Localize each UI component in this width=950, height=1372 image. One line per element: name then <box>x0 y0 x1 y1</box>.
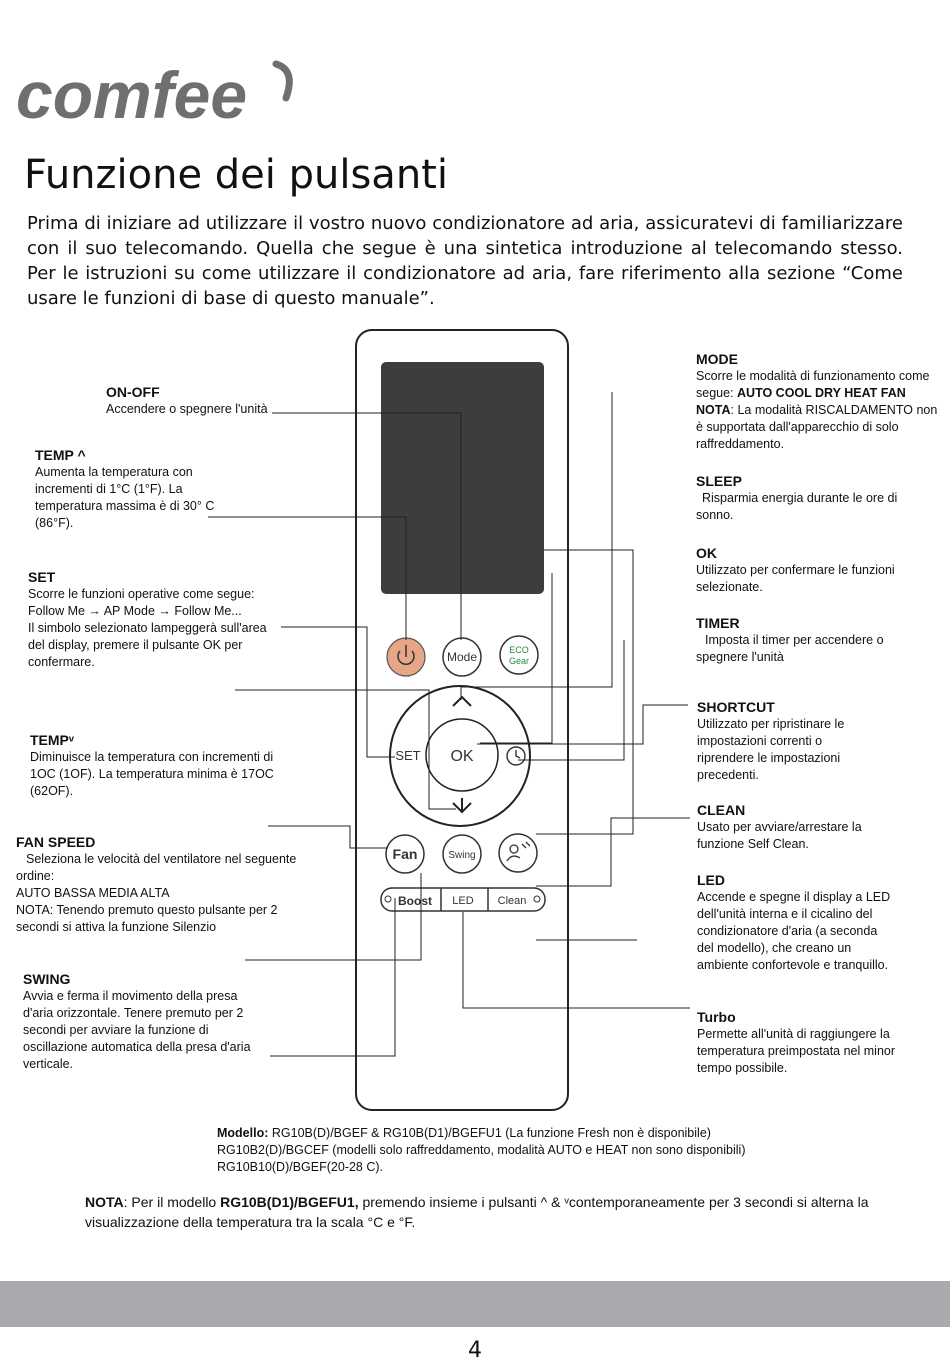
callout-swing-text: Avvia e ferma il movimento della presa d… <box>23 989 251 1071</box>
page-number: 4 <box>468 1338 482 1363</box>
callout-tempup-text: Aumenta la temperatura con incrementi di… <box>35 465 215 530</box>
sleep-icon <box>509 844 519 854</box>
leader-lines <box>208 392 690 1057</box>
callout-mode-title: MODE <box>696 351 738 367</box>
page-title: Funzione dei pulsanti <box>24 152 448 198</box>
nota-text2: premendo insieme i pulsanti ^ & ᵛcontemp… <box>85 1194 869 1230</box>
model-line3: RG10B10(D)/BGEF(20-28 C). <box>217 1160 384 1174</box>
model-line2: RG10B2(D)/BGCEF (modelli solo raffreddam… <box>217 1143 746 1157</box>
svg-text:LED: LED <box>452 895 473 907</box>
comfee-logo: comfee <box>16 58 293 130</box>
callout-shortcut: SHORTCUT Utilizzato per ripristinare le … <box>697 698 867 784</box>
callout-turbo-title: Turbo <box>697 1009 736 1025</box>
callout-timer: TIMER Imposta il timer per accendere o s… <box>696 614 906 666</box>
callout-clean-title: CLEAN <box>697 802 746 818</box>
temp-up-icon <box>452 695 472 707</box>
intro-paragraph: Prima di iniziare ad utilizzare il vostr… <box>27 213 903 309</box>
callout-mode: MODE Scorre le modalità di funzionamento… <box>696 350 938 453</box>
callout-timer-text: Imposta il timer per accendere o spegner… <box>696 633 884 664</box>
ok-button <box>425 718 499 792</box>
nota-text1: : Per il modello <box>123 1194 221 1210</box>
svg-text:ECO: ECO <box>509 645 529 655</box>
model-info: Modello: RG10B(D)/BGEF & RG10B(D1)/BGEFU… <box>217 1125 917 1176</box>
callout-clean: CLEAN Usato per avviare/arrestare la fun… <box>697 801 887 853</box>
callout-ok: OK Utilizzato per confermare le funzioni… <box>696 544 916 596</box>
callout-tempdown-title: TEMPᵛ <box>30 732 74 748</box>
callout-fanspeed-line2: AUTO BASSA MEDIA ALTA <box>16 886 170 900</box>
callout-tempdown-text: Diminuisce la temperatura con incrementi… <box>30 750 274 798</box>
callout-shortcut-text: Utilizzato per ripristinare le impostazi… <box>697 717 845 782</box>
bottom-button-row <box>380 887 546 912</box>
callout-fanspeed-line1: Seleziona le velocità del ventilatore ne… <box>16 852 297 883</box>
callout-swing: SWING Avvia e ferma il movimento della p… <box>23 970 263 1073</box>
callout-led: LED Accende e spegne il display a LED de… <box>697 871 892 974</box>
callout-ok-text: Utilizzato per confermare le funzioni se… <box>696 563 895 594</box>
svg-text:Swing: Swing <box>448 850 475 861</box>
callout-sleep-title: SLEEP <box>696 473 742 489</box>
sleep-button <box>498 833 538 873</box>
svg-text:Gear: Gear <box>509 656 529 666</box>
nota-label: NOTA <box>85 1194 124 1210</box>
timer-icon <box>506 746 526 766</box>
mode-button <box>442 637 482 677</box>
svg-text:comfee: comfee <box>16 58 247 130</box>
fan-button <box>385 834 425 874</box>
callout-tempdown: TEMPᵛ Diminuisce la temperatura con incr… <box>30 731 280 800</box>
svg-text:Boost: Boost <box>398 894 432 908</box>
callout-led-text: Accende e spegne il display a LED dell'u… <box>697 890 891 972</box>
callout-sleep: SLEEP Risparmia energia durante le ore d… <box>696 472 916 524</box>
callout-onoff-title: ON-OFF <box>106 384 160 400</box>
power-icon <box>397 650 415 666</box>
callout-shortcut-title: SHORTCUT <box>697 699 775 715</box>
callout-swing-title: SWING <box>23 971 71 987</box>
callout-mode-list: AUTO COOL DRY HEAT FAN <box>737 386 906 400</box>
model-line1: RG10B(D)/BGEF & RG10B(D1)/BGEFU1 (La fun… <box>268 1126 711 1140</box>
callout-onoff-text: Accendere o spegnere l'unità <box>106 402 268 416</box>
callout-timer-title: TIMER <box>696 615 740 631</box>
callout-fanspeed-title: FAN SPEED <box>16 834 96 850</box>
callout-mode-text: Scorre le modalità di funzionamento come… <box>696 369 930 400</box>
svg-text:Mode: Mode <box>447 650 477 664</box>
callout-set-line1: Scorre le funzioni operative come segue: <box>28 587 255 601</box>
callout-set-line2: Follow Me → AP Mode → Follow Me... <box>28 604 242 618</box>
model-label: Modello: <box>217 1126 269 1140</box>
callout-onoff: ON-OFF Accendere o spegnere l'unità <box>106 383 286 418</box>
callout-led-title: LED <box>697 872 725 888</box>
callout-turbo: Turbo Permette all'unità di raggiungere … <box>697 1008 897 1077</box>
eco-gear-button <box>499 635 539 675</box>
callout-fanspeed-line3: NOTA: Tenendo premuto questo pulsante pe… <box>16 903 278 934</box>
callout-set-line3: Il simbolo selezionato lampeggerà sull'a… <box>28 621 267 669</box>
callout-clean-text: Usato per avviare/arrestare la funzione … <box>697 820 862 851</box>
nota-paragraph: NOTA: Per il modello RG10B(D1)/BGEFU1, p… <box>85 1192 905 1232</box>
callout-tempup-title: TEMP ^ <box>35 447 86 463</box>
footer-bar <box>0 1281 950 1327</box>
callout-fanspeed: FAN SPEED Seleziona le velocità del vent… <box>16 833 316 936</box>
callout-mode-nota-label: NOTA <box>696 403 731 417</box>
callout-set-title: SET <box>28 569 56 585</box>
svg-text:SET: SET <box>395 748 420 763</box>
svg-text:OK: OK <box>450 748 473 765</box>
svg-text:Fan: Fan <box>393 846 418 862</box>
nota-model: RG10B(D1)/BGEFU1, <box>220 1194 359 1210</box>
callout-ok-title: OK <box>696 545 717 561</box>
swing-button <box>442 834 482 874</box>
callout-set: SET Scorre le funzioni operative come se… <box>28 568 283 671</box>
callout-mode-nota-text: : La modalità RISCALDAMENTO non è suppor… <box>696 403 938 451</box>
callout-tempup: TEMP ^ Aumenta la temperatura con increm… <box>35 446 215 532</box>
callout-turbo-text: Permette all'unità di raggiungere la tem… <box>697 1027 896 1075</box>
svg-text:Clean: Clean <box>498 895 527 907</box>
callout-sleep-text: Risparmia energia durante le ore di sonn… <box>696 491 898 522</box>
remote-display <box>381 362 544 594</box>
